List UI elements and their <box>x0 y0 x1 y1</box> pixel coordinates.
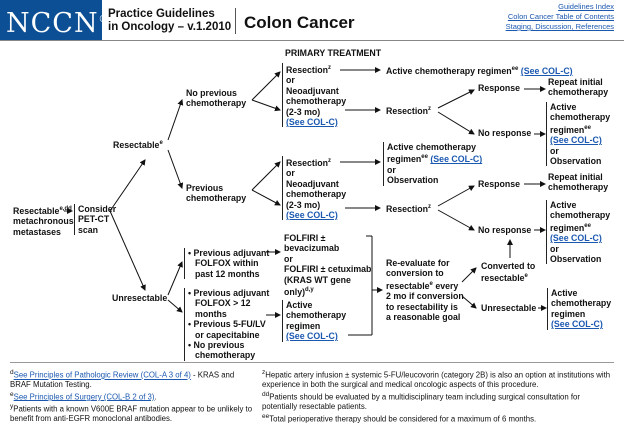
top-options-node: Resectionz or Neoadjuvant chemotherapy (… <box>282 63 346 128</box>
footnote-d: dSee Principles of Pathologic Review (CO… <box>10 369 235 390</box>
unresectable-node: Unresectable <box>112 293 168 303</box>
unres-active-right: Active chemotherapy regimen (See COL-C) <box>547 288 611 330</box>
resectable-node: Resectablee <box>113 139 163 150</box>
footnote-e: eSee Principles of Surgery (COL-B 2 of 3… <box>10 390 157 402</box>
primary-treatment-heading: PRIMARY TREATMENT <box>285 48 382 58</box>
see-col-c-link[interactable]: (See COL-C) <box>286 331 338 342</box>
mid-resection-node: Resectionz <box>386 203 432 214</box>
footnotes-left: dSee Principles of Pathologic Review (CO… <box>10 368 255 424</box>
footnotes-right: zHepatic artery infusion ± systemic 5-FU… <box>262 368 614 424</box>
active-regimen-top: Active chemotherapy regimenee (See COL-C… <box>386 65 573 76</box>
pathologic-review-link[interactable]: See Principles of Pathologic Review (COL… <box>13 370 191 380</box>
root-node: Resectablee,dd metachronous metastases <box>13 205 74 237</box>
folfiri-node: FOLFIRI ± bevacizumab or FOLFIRI ± cetux… <box>284 233 372 297</box>
reevaluate-node: Re-evaluate for conversion to resectable… <box>386 258 464 322</box>
see-col-c-link[interactable]: (See COL-C) <box>286 116 338 127</box>
converted-node: Converted to resectablee <box>481 261 536 284</box>
guidelines-version: Practice Guidelines in Oncology – v.1.20… <box>108 8 232 33</box>
page-title: Colon Cancer <box>244 13 355 32</box>
link-guidelines-index[interactable]: Guidelines Index <box>558 2 614 11</box>
mid-active-block: Active chemotherapy regimenee (See COL-C… <box>546 200 610 265</box>
unres-bullets-b: • Previous adjuvant FOLFOX > 12 months •… <box>184 288 269 361</box>
principles-surgery-link[interactable]: See Principles of Surgery (COL-B 2 of 3) <box>13 392 155 402</box>
footnote-rule <box>10 362 614 363</box>
header-links: Guidelines Index Colon Cancer Table of C… <box>506 2 614 32</box>
header-divider <box>235 8 236 34</box>
see-col-c-link[interactable]: (See COL-C) <box>286 209 338 220</box>
footnote-z: zHepatic artery infusion ± systemic 5-FU… <box>262 369 611 390</box>
see-col-c-link[interactable]: (See COL-C) <box>551 319 603 330</box>
top-response: Response <box>478 83 521 93</box>
nccn-logo: NCCN® <box>0 0 108 41</box>
link-staging-discussion[interactable]: Staging, Discussion, References <box>505 22 614 31</box>
footnote-y: yPatients with a known V600E BRAF mutati… <box>10 402 253 424</box>
mid-options-node: Resectionz or Neoadjuvant chemotherapy (… <box>282 156 346 221</box>
see-col-c-link[interactable]: (See COL-C) <box>520 65 573 76</box>
top-no-response: No response <box>478 128 532 138</box>
see-col-c-link[interactable]: (See COL-C) <box>430 154 483 165</box>
see-col-c-link[interactable]: (See COL-C) <box>550 233 602 244</box>
mid-no-response: No response <box>478 225 532 235</box>
see-col-c-link[interactable]: (See COL-C) <box>550 135 602 146</box>
top-resection-node: Resectionz <box>386 105 432 116</box>
footnote-ee: eeTotal perioperative therapy should be … <box>262 412 537 424</box>
mid-response: Response <box>478 179 521 189</box>
link-table-of-contents[interactable]: Colon Cancer Table of Contents <box>507 12 614 21</box>
unres-bullets-a: • Previous adjuvant FOLFOX within past 1… <box>184 248 269 280</box>
unres-active-node: Active chemotherapy regimen (See COL-C) <box>282 300 346 342</box>
unres-unresectable-node: Unresectable <box>481 303 537 313</box>
top-active-block: Active chemotherapy regimenee (See COL-C… <box>546 102 610 167</box>
mid-active-node: Active chemotherapy regimenee (See COL-C… <box>383 142 482 186</box>
footnote-dd: ddPatients should be evaluated by a mult… <box>262 390 580 411</box>
header-rule <box>0 40 624 41</box>
